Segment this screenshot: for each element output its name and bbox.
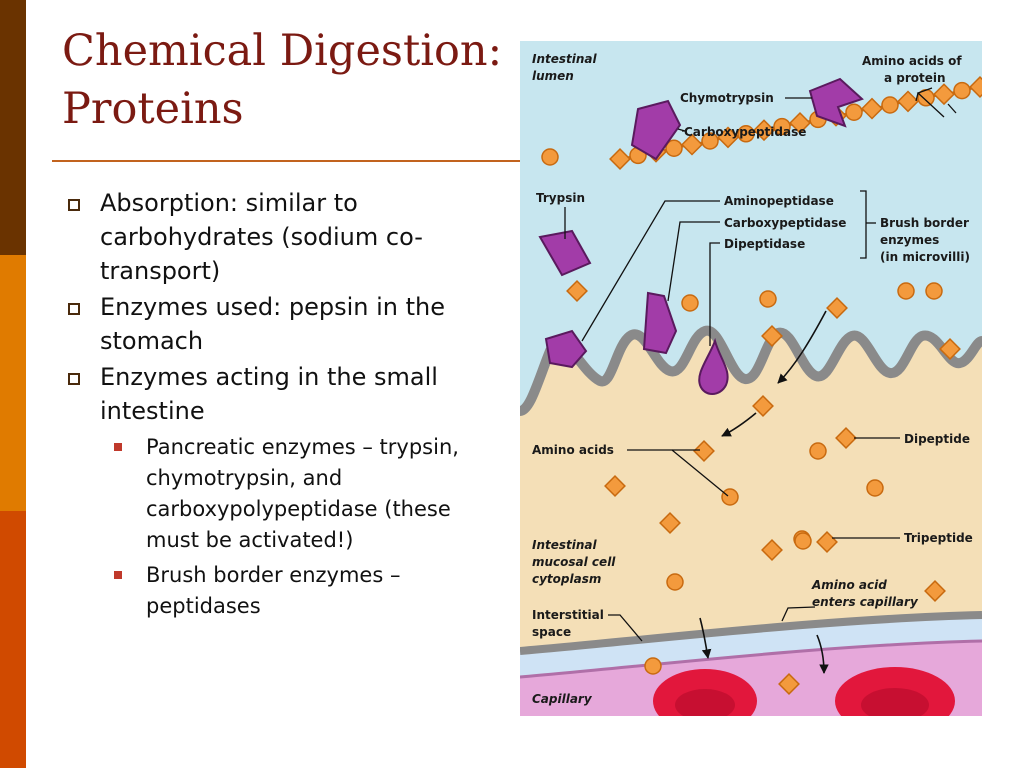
dipeptidase-enzyme-icon: [698, 337, 729, 395]
label-amino-acids-protein: a protein: [884, 71, 946, 85]
label-amino-acids: Amino acids: [532, 443, 614, 457]
label-capillary: Capillary: [532, 692, 593, 706]
square-bullet-icon: [68, 373, 80, 385]
sub-bullet-item: Brush border enzymes – peptidases: [60, 560, 510, 622]
square-bullet-icon: [68, 199, 80, 211]
trypsin-enzyme-icon: [538, 229, 592, 277]
absorption-arrow: [777, 310, 827, 384]
chain-amino-acid: [861, 97, 883, 120]
red-blood-cell-center: [861, 688, 929, 716]
title-divider: [52, 160, 522, 162]
side-color-bar: [0, 0, 26, 768]
label-interstitial-space: Interstitial: [532, 608, 604, 622]
label-brush-border-enzymes: Brush border: [880, 216, 969, 230]
chain-amino-acid: [753, 119, 775, 142]
chain-amino-acid: [737, 125, 755, 143]
chain-amino-acid: [609, 148, 631, 170]
label-dipeptidase: Dipeptidase: [724, 237, 805, 251]
label-mucosal-cytoplasm: cytoplasm: [532, 572, 601, 586]
label-carboxypeptidase-top: Carboxypeptidase: [684, 125, 806, 139]
chain-amino-acid: [665, 139, 683, 157]
capillary-entry-arrow: [816, 634, 829, 674]
label-carboxypeptidase-brush: Carboxypeptidase: [724, 216, 846, 230]
bullet-item: Absorption: similar to carbohydrates (so…: [60, 186, 510, 288]
chain-amino-acid: [953, 81, 971, 100]
filled-square-bullet-icon: [114, 443, 122, 451]
bullet-list: Absorption: similar to carbohydrates (so…: [60, 186, 510, 622]
chain-amino-acid: [717, 126, 739, 149]
square-bullet-icon: [68, 303, 80, 315]
side-bar-dark-segment: [0, 0, 26, 255]
slide-title: Chemical Digestion: Proteins: [62, 22, 512, 138]
bullet-text: Enzymes acting in the small intestine: [100, 363, 438, 425]
chain-amino-acid: [933, 83, 955, 106]
label-brush-border-enzymes: enzymes: [880, 233, 939, 247]
label-aminopeptidase: Aminopeptidase: [724, 194, 834, 208]
label-trypsin: Trypsin: [536, 191, 585, 205]
sub-bullet-item: Pancreatic enzymes – trypsin, chymotryps…: [60, 432, 510, 556]
label-interstitial-space: space: [532, 625, 571, 639]
label-intestinal-lumen: Intestinal: [532, 52, 598, 66]
sub-bullet-text: Pancreatic enzymes – trypsin, chymotryps…: [146, 435, 459, 552]
label-tripeptide: Tripeptide: [904, 531, 973, 545]
chain-amino-acid: [789, 112, 811, 134]
free-amino-acids: [541, 148, 961, 695]
bullet-text: Enzymes used: pepsin in the stomach: [100, 293, 446, 355]
protein-digestion-diagram: Intestinal lumen Amino acids of a protei…: [520, 41, 982, 716]
chain-amino-acid: [881, 96, 899, 114]
title-line-2: Proteins: [62, 84, 244, 134]
leader-lines: [564, 87, 957, 642]
label-brush-border-enzymes: (in microvilli): [880, 250, 970, 264]
carboxypeptidase-enzyme-icon: [630, 99, 682, 161]
brush-carboxypeptidase-enzyme-icon: [642, 291, 678, 355]
capillary-wall: [520, 639, 982, 679]
label-mucosal-cytoplasm: Intestinal: [532, 538, 598, 552]
label-mucosal-cytoplasm: mucosal cell: [532, 555, 616, 569]
bullet-item: Enzymes acting in the small intestine: [60, 360, 510, 428]
basal-membrane: [520, 611, 982, 655]
bullet-item: Enzymes used: pepsin in the stomach: [60, 290, 510, 358]
chymotrypsin-enzyme-icon: [808, 77, 864, 128]
filled-square-bullet-icon: [114, 571, 122, 579]
label-dipeptide: Dipeptide: [904, 432, 970, 446]
absorption-arrow: [721, 412, 757, 437]
chain-amino-acid: [969, 76, 982, 98]
label-amino-acids-protein: Amino acids of: [862, 54, 962, 68]
side-bar-red-segment: [0, 511, 26, 768]
chain-amino-acid: [701, 132, 719, 150]
aminopeptidase-enzyme-icon: [544, 329, 588, 369]
interstitial-region: [520, 615, 982, 677]
microvilli-membrane: [520, 325, 982, 416]
title-line-1: Chemical Digestion:: [62, 26, 503, 76]
sub-bullet-text: Brush border enzymes – peptidases: [146, 563, 401, 618]
chain-amino-acid: [681, 133, 703, 156]
chain-amino-acid: [845, 103, 863, 121]
chain-amino-acid: [773, 117, 791, 136]
chain-amino-acid: [897, 90, 919, 113]
red-blood-cell-center: [675, 689, 735, 716]
label-chymotrypsin: Chymotrypsin: [680, 91, 774, 105]
label-amino-acid-enters-capillary: enters capillary: [812, 595, 919, 609]
label-intestinal-lumen: lumen: [532, 69, 574, 83]
side-bar-orange-segment: [0, 255, 26, 511]
capillary-entry-arrow: [699, 617, 712, 659]
label-amino-acid-enters-capillary: Amino acid: [811, 578, 887, 592]
bullet-text: Absorption: similar to carbohydrates (so…: [100, 189, 423, 285]
